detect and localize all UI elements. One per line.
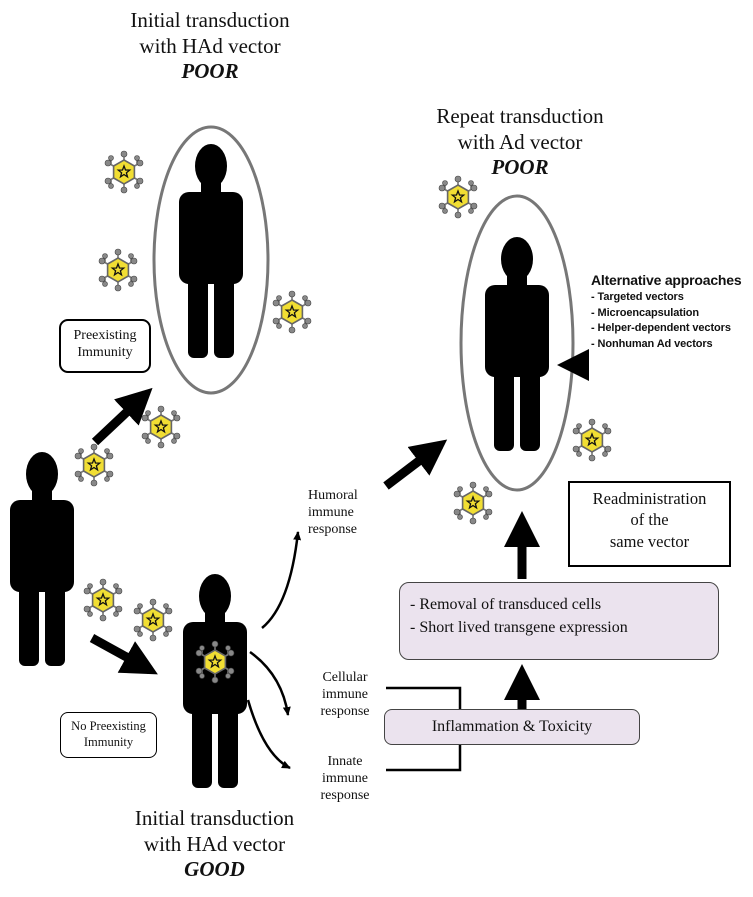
- preexisting-line-2: Immunity: [77, 344, 133, 360]
- cellular-line-2: immune: [322, 686, 368, 702]
- cellular-line-3: response: [320, 703, 370, 719]
- top-right-verdict: POOR: [491, 155, 549, 180]
- bottom-left-verdict: GOOD: [184, 857, 245, 882]
- removal-line-2: - Short lived transgene expression: [410, 619, 628, 637]
- virus-particle: [141, 405, 181, 449]
- cellular-response-label: Cellular immune response: [304, 670, 386, 720]
- arrow-to-no-preexisting: [89, 634, 158, 675]
- top-left-title-line-1: Initial transduction: [130, 8, 290, 32]
- readmin-line-3: same vector: [609, 531, 690, 551]
- top-right-title-line-2: with Ad vector: [457, 129, 583, 154]
- top-left-patient-figure: [179, 144, 243, 358]
- curve-arrow-cellular: [249, 650, 291, 716]
- inflammation-label: Inflammation & Toxicity: [431, 718, 593, 735]
- alternative-item: Targeted vectors: [591, 290, 741, 306]
- alternative-item: Microencapsulation: [591, 306, 741, 322]
- innate-response-label: Innate immune response: [304, 754, 386, 804]
- preexisting-line-1: Preexisting: [73, 328, 137, 343]
- virus-particle: [104, 150, 144, 194]
- top-right-patient-figure: [485, 237, 549, 451]
- humoral-line-3: response: [308, 521, 357, 537]
- virus-particle: [438, 175, 478, 219]
- readmin-line-2: of the: [630, 510, 669, 530]
- innate-line-1: Innate: [327, 754, 363, 769]
- preexisting-immunity-box: Preexisting Immunity: [59, 319, 151, 373]
- virus-particle: [74, 443, 114, 487]
- readministration-box: Readministration of the same vector: [568, 481, 731, 567]
- bottom-left-title-line-1: Initial transduction: [134, 806, 295, 830]
- virus-particle: [133, 598, 173, 642]
- top-right-title: Repeat transduction with Ad vector POOR: [395, 104, 645, 181]
- alternative-item: Helper-dependent vectors: [591, 321, 741, 337]
- starting-patient-figure: [10, 452, 74, 666]
- humoral-line-2: immune: [308, 504, 354, 520]
- arrow-humoral-to-repeat: [383, 439, 448, 490]
- removal-line-1: - Removal of transduced cells: [410, 596, 602, 613]
- bottom-left-title-line-2: with HAd vector: [143, 831, 286, 856]
- readmin-line-1: Readministration: [592, 489, 707, 508]
- alternative-approaches: Alternative approaches Targeted vectors …: [591, 272, 742, 352]
- humoral-response-label: Humoral immune response: [308, 488, 388, 538]
- bottom-left-title: Initial transduction with HAd vector GOO…: [82, 806, 347, 883]
- no-preexisting-immunity-box: No Preexisting Immunity: [60, 712, 157, 758]
- arrow-to-preexisting: [91, 387, 153, 446]
- top-left-title-line-2: with HAd vector: [139, 33, 281, 58]
- virus-particle: [572, 418, 612, 462]
- cellular-line-1: Cellular: [322, 670, 368, 685]
- top-left-title: Initial transduction with HAd vector POO…: [80, 8, 340, 85]
- curve-arrow-innate: [246, 699, 291, 770]
- removal-box: - Removal of transduced cells - Short li…: [399, 582, 719, 660]
- top-left-patient-oval: [152, 125, 270, 395]
- inflammation-toxicity-box: Inflammation & Toxicity: [384, 709, 640, 745]
- alternatives-title: Alternative approaches: [591, 272, 742, 288]
- virus-particle: [453, 481, 493, 525]
- curve-arrow-humoral: [261, 531, 302, 629]
- virus-particle: [83, 578, 123, 622]
- top-right-title-line-1: Repeat transduction: [436, 104, 604, 128]
- alternative-item: Nonhuman Ad vectors: [591, 337, 741, 353]
- innate-line-3: response: [320, 787, 370, 803]
- no-preexisting-line-1: No Preexisting: [71, 719, 146, 733]
- virus-particle: [272, 290, 312, 334]
- alternatives-list: Targeted vectors Microencapsulation Help…: [591, 290, 741, 352]
- innate-line-2: immune: [322, 770, 368, 786]
- top-right-patient-oval: [459, 194, 575, 492]
- top-left-verdict: POOR: [181, 59, 239, 84]
- humoral-line-1: Humoral: [308, 488, 358, 503]
- virus-particle: [98, 248, 138, 292]
- no-preexisting-line-2: Immunity: [83, 734, 134, 749]
